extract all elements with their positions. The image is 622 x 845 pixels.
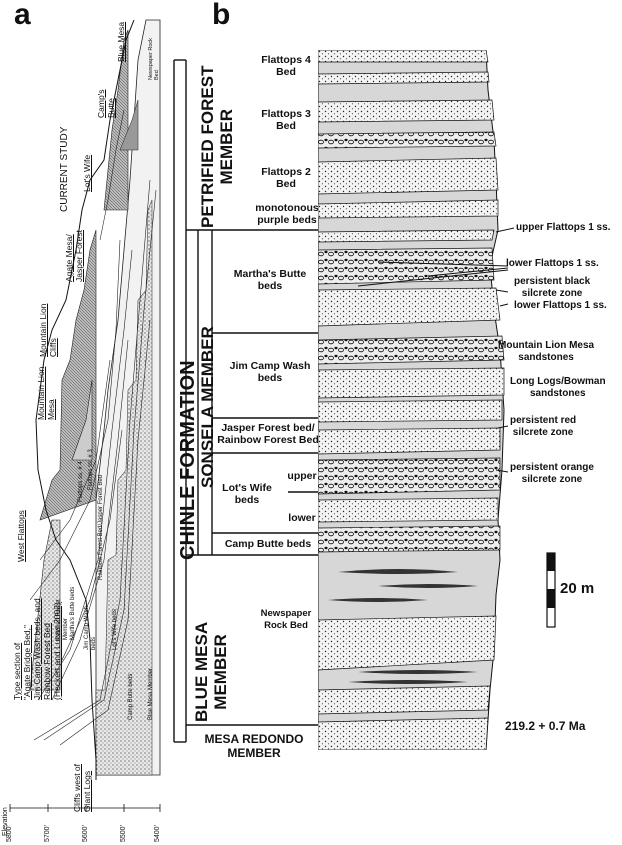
panel-a-correlation-lines [29, 109, 157, 746]
bed-lots-wife-lower: lower [288, 512, 316, 524]
panel-a-correlation-diagram [29, 19, 161, 780]
formation-label: CHINLE FORMATION [177, 360, 199, 560]
bed-label-camp-butte: Camp Butte beds [128, 673, 134, 720]
member-sonsela: SONSELA MEMBER [198, 326, 217, 488]
panel-a-section-profile [29, 19, 161, 776]
elevation-axis [9, 804, 161, 812]
stratigraphic-column [318, 50, 505, 750]
location-label-west-flattops: West Flattops [16, 510, 26, 562]
panel-b-unit-frame [173, 59, 320, 743]
location-label-lots-wife: Lot's Wife [82, 154, 92, 192]
bed-lots-wife-upper: upper [287, 470, 317, 482]
elevation-tick-5600: 5600' [82, 825, 89, 842]
panel-a-topography [35, 19, 135, 780]
elevation-tick-5500: 5500' [120, 825, 127, 842]
bed-label-flattops4: Flattops ss. # 4 [78, 461, 84, 502]
bed-label-flattops3: Flattops ss. # 3 [88, 449, 94, 490]
panel-a-letter: a [14, 0, 31, 31]
panel-b-letter: b [212, 0, 231, 31]
label-lower-flattops-1-b: lower Flattops 1 ss. [514, 300, 607, 311]
bed-camp-butte: Camp Butte beds [224, 538, 312, 550]
scale-bar [546, 552, 556, 628]
elevation-tick-5700: 5700' [44, 825, 51, 842]
right-label-leaders [357, 227, 515, 473]
bed-label-rainbow-forest: Rainbow Forest Bed/Jasper Forest Bed [98, 474, 104, 580]
location-label-current-study: CURRENT STUDY [59, 126, 70, 212]
location-label-blue-mesa: Blue Mesa [116, 21, 126, 62]
bed-jasper-forest: Jasper Forest bed/Rainbow Forest Bed [217, 422, 319, 446]
label-lower-flattops-1-a: lower Flattops 1 ss. [506, 258, 599, 269]
bed-label-lots-wife: Lot's Wife beds [112, 609, 118, 650]
location-label-type-section: Type section of "Agate Bridge Bed," Jim … [12, 598, 62, 700]
label-upper-flattops-1: upper Flattops 1 ss. [516, 222, 611, 233]
location-label-agate-mesa: Agate Mesa/Jasper Forest [64, 230, 84, 282]
bed-label-marthas-butte: Martha's Butte beds [70, 586, 76, 640]
elevation-tick-5800: 5800' [6, 825, 13, 842]
scale-bar-label: 20 m [560, 580, 595, 597]
age-label: 219.2 + 0.7 Ma [505, 719, 586, 733]
bed-label-blue-mesa: Blue Mesa Member [148, 667, 154, 720]
elevation-tick-5400: 5400' [154, 825, 161, 842]
